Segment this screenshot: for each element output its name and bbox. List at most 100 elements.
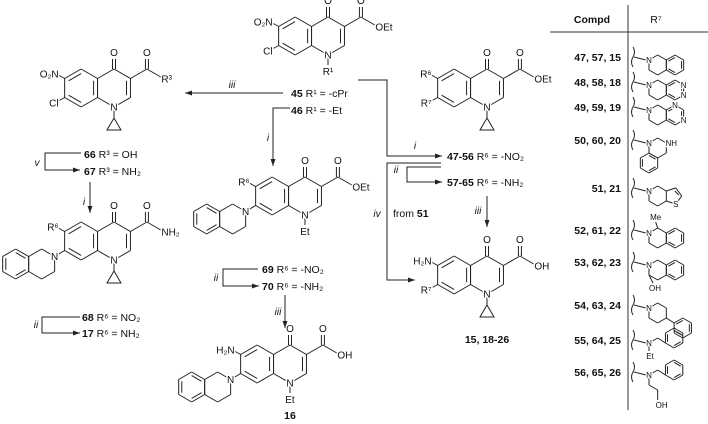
bond (470, 284, 488, 295)
bond (666, 227, 676, 234)
benzene-ring (178, 371, 206, 403)
bond (55, 97, 65, 103)
arrowhead (270, 159, 276, 166)
bond (453, 68, 471, 79)
nitrogen-atom: N (242, 207, 249, 218)
bond (633, 371, 647, 376)
bond (673, 359, 684, 366)
bond (486, 284, 504, 295)
bond (240, 373, 258, 384)
c6-substituent: R⁶ (420, 70, 431, 81)
compound-label-l46: 46 R¹ = -Et (291, 105, 342, 117)
benzo-ring (64, 221, 99, 261)
compound-number: 17 (82, 328, 94, 340)
oxygen-atom: O (319, 324, 327, 335)
bond (675, 187, 683, 197)
c7-substituent: R⁷ (421, 99, 432, 110)
nitrogen-atom: N (483, 103, 490, 114)
nitrogen-atom: N (646, 371, 652, 380)
c7-substituent: Cl (263, 47, 272, 58)
bond (55, 226, 65, 232)
bond (204, 394, 218, 403)
reagent-label: iii (275, 307, 282, 318)
bond (666, 274, 676, 281)
arrowhead (435, 153, 442, 159)
bond (657, 337, 666, 344)
substituent-definition: R³ = NH₂ (96, 166, 141, 178)
nitrogen-atom: N (681, 81, 687, 90)
bond (97, 97, 115, 108)
bond (206, 226, 220, 235)
phenyl-ring (664, 359, 684, 381)
bond (337, 176, 355, 187)
bond (657, 69, 667, 76)
bond (322, 344, 340, 355)
bond (41, 248, 55, 257)
oxygen-atom: O (110, 201, 118, 212)
nitrogen-atom: N (483, 290, 490, 301)
benzo-ring (437, 255, 472, 295)
arrowhead (185, 90, 192, 96)
bond (288, 205, 306, 216)
compound-label-l69: 69 R⁶ = -NO₂ (262, 264, 324, 276)
bond (193, 203, 207, 212)
double-bond (259, 181, 273, 190)
bond (666, 69, 676, 76)
benzo-ring (255, 176, 290, 216)
bond (665, 359, 675, 366)
bond (665, 342, 675, 349)
benzene-ring (2, 248, 30, 280)
bond (217, 394, 231, 403)
bond (666, 54, 676, 61)
bond (657, 259, 667, 266)
cyclopropyl-ring (479, 304, 495, 318)
arrow-line (272, 107, 290, 166)
compound-number: 16 (284, 410, 296, 422)
tetrahydro-ring (204, 371, 232, 403)
compound-label-l57: 57-65 R⁶ = -NH₂ (447, 177, 523, 189)
bond (437, 284, 455, 295)
bond (657, 200, 667, 207)
nitrogen-atom: N (646, 261, 652, 270)
attachment-bond (631, 361, 635, 383)
aromatic-ring (665, 54, 685, 76)
double-bond (191, 375, 202, 382)
bond (657, 274, 667, 281)
ethyl-label: Et (646, 352, 654, 361)
compd-numbers: 49, 59, 19 (574, 102, 621, 114)
bond (673, 332, 684, 339)
compound-label-l67: 67 R³ = NH₂ (84, 166, 141, 178)
double-bond (244, 370, 258, 379)
bond (633, 187, 647, 192)
attachment-bond (631, 71, 635, 93)
bond (453, 284, 471, 295)
bond (269, 21, 279, 27)
n1-substituent: Et (300, 227, 310, 238)
bond (519, 255, 537, 266)
r7-structure: MeN (631, 212, 685, 249)
bond (674, 274, 684, 281)
r7-structure: N (631, 46, 685, 76)
bond (278, 16, 296, 27)
from-text: from (393, 208, 417, 220)
bond (657, 79, 667, 86)
aromatic-ring (665, 227, 685, 249)
compd-numbers: 51, 21 (592, 183, 621, 195)
bond (657, 54, 667, 61)
attachment-bond (631, 96, 635, 118)
double-bond (282, 21, 296, 30)
bond (633, 81, 647, 86)
bond (437, 68, 455, 79)
cyclopropyl-ring (479, 117, 495, 131)
bond (673, 374, 684, 381)
arrow-iii-to-66 (185, 90, 283, 96)
bond (648, 242, 658, 249)
bond (682, 332, 692, 339)
bond (311, 16, 329, 27)
bond (453, 97, 471, 108)
bond (178, 371, 192, 380)
